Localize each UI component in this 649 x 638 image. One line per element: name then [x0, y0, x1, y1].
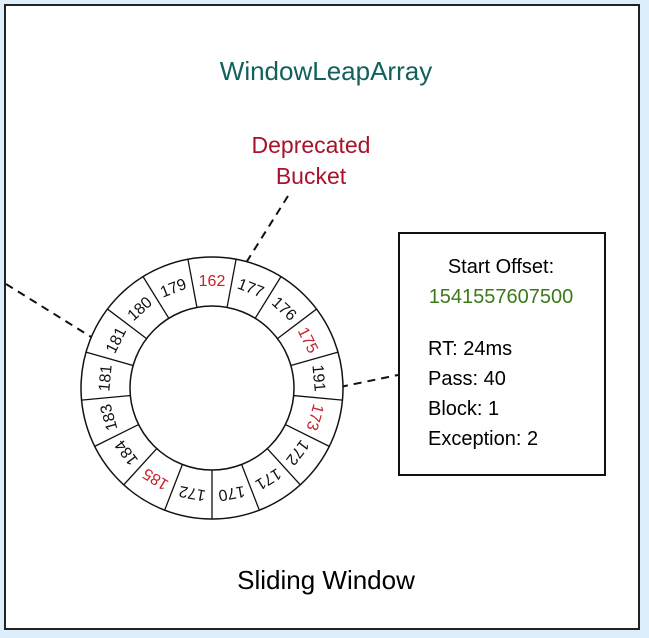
stat-pass: Pass: 40 [428, 368, 506, 390]
deprecated-connector-line [243, 195, 289, 267]
info-panel [398, 232, 606, 476]
bucket-divider [241, 464, 260, 511]
left-connector-line [5, 283, 97, 341]
bucket-divider [107, 308, 147, 340]
bucket-divider [285, 423, 330, 447]
stat-rt: RT: 24ms [428, 338, 512, 360]
bucket-divider [94, 423, 139, 447]
bucket-divider [277, 308, 317, 340]
bucket-label: 191 [308, 364, 327, 392]
bucket-divider [290, 351, 339, 367]
stat-exception: Exception: 2 [428, 428, 538, 450]
bucket-divider [254, 276, 282, 319]
bucket-label: 181 [96, 364, 115, 392]
bucket-label: 170 [217, 482, 246, 504]
ring-inner-circle [129, 305, 295, 471]
bucket-label: 183 [98, 402, 122, 432]
bucket-label: 162 [199, 273, 226, 290]
start-offset-value: 1541557607500 [429, 286, 574, 308]
start-offset-label: Start Offset: [448, 256, 554, 278]
bucket-divider [187, 259, 198, 308]
bucket-divider [142, 276, 170, 319]
bucket-divider [164, 464, 183, 511]
bucket-label: 172 [178, 482, 207, 504]
bucket-divider [85, 351, 134, 367]
deprecated-label-line1: Deprecated [252, 132, 371, 158]
bucket-divider [81, 394, 131, 401]
bucket-divider [226, 259, 237, 308]
stat-block: Block: 1 [428, 398, 499, 420]
sliding-window-label: Sliding Window [237, 565, 415, 595]
deprecated-label-line2: Bucket [276, 163, 347, 189]
bucket-divider [266, 448, 301, 486]
panel-connector-line [339, 374, 399, 388]
bucket-label: 173 [303, 402, 327, 432]
diagram-title: WindowLeapArray [220, 56, 432, 86]
bucket-divider [123, 448, 158, 486]
bucket-divider [293, 394, 343, 401]
